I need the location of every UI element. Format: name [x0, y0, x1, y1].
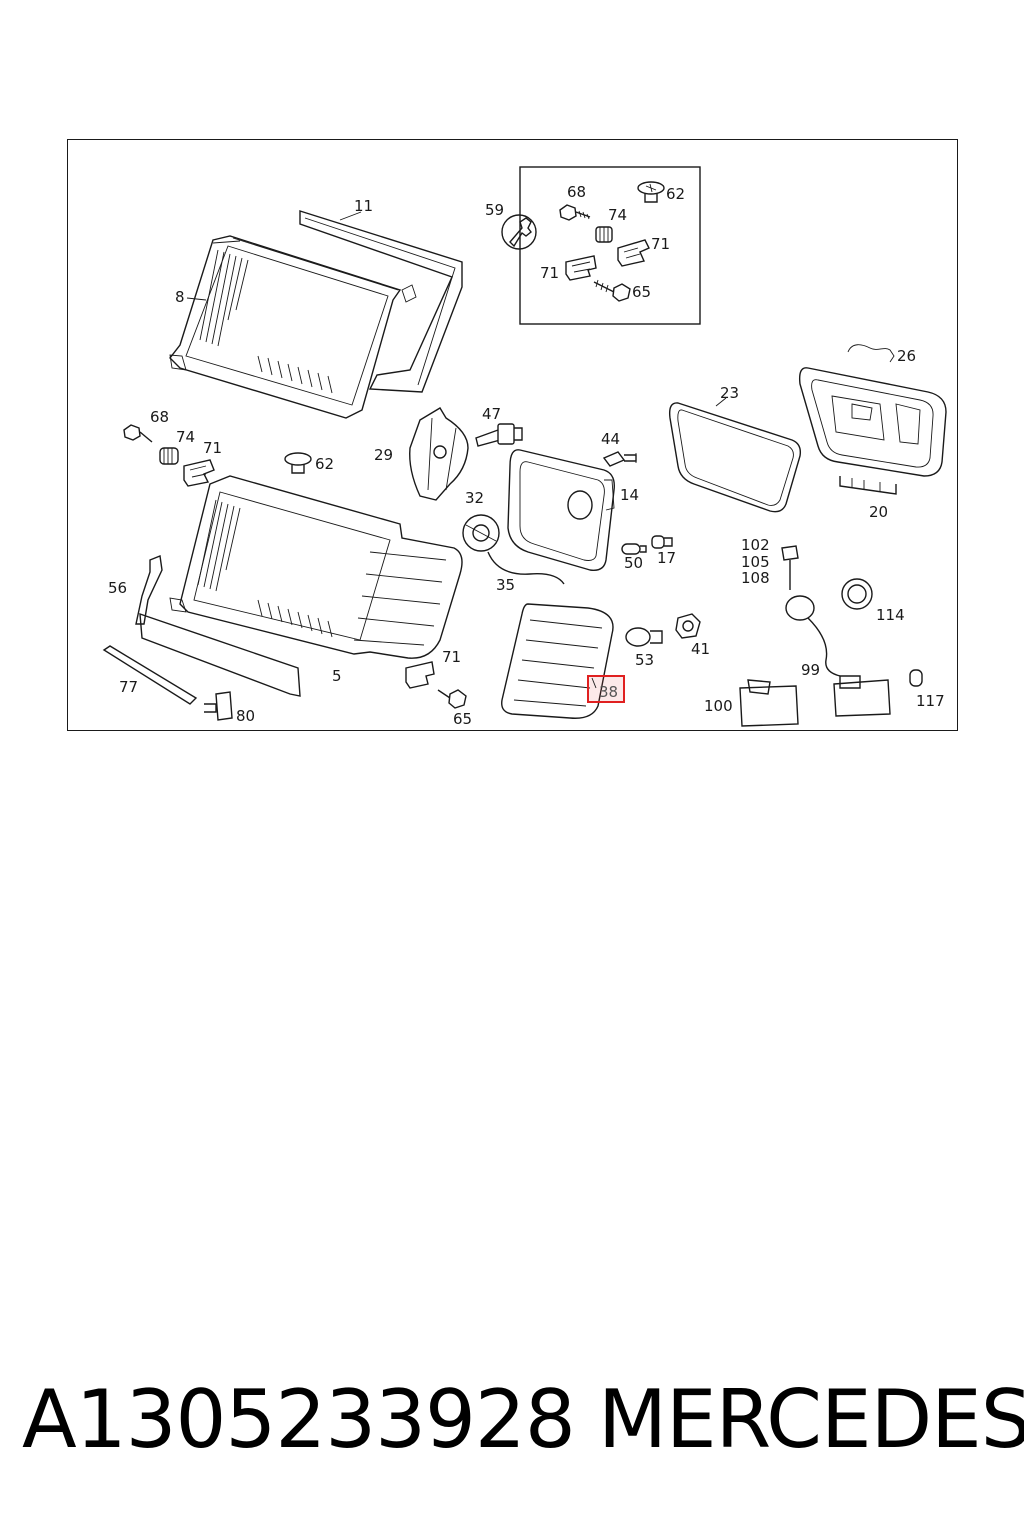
bulb-17 [651, 535, 673, 549]
rod-77 [102, 645, 198, 705]
callout-8[interactable]: 8 [175, 288, 185, 306]
cover-29 [409, 407, 469, 501]
callout-74-inset[interactable]: 74 [608, 206, 627, 224]
reflector-14 [507, 449, 615, 571]
nut-74-inset [595, 226, 613, 243]
callout-47[interactable]: 47 [482, 405, 501, 423]
callout-80[interactable]: 80 [236, 707, 255, 725]
bulb-53 [625, 627, 663, 647]
headlamp-lens-8 [169, 235, 402, 419]
callout-50[interactable]: 50 [624, 554, 643, 572]
screw-68-left [123, 424, 153, 443]
callout-32[interactable]: 32 [465, 489, 484, 507]
bulb-44 [602, 451, 637, 467]
callouts: 11 8 59 68 74 62 71 71 65 26 23 20 68 74… [108, 183, 945, 728]
turn-signal-lens-38 [501, 603, 614, 719]
callout-99[interactable]: 99 [801, 661, 820, 679]
hardware-inset-box [519, 166, 701, 325]
callout-100[interactable]: 100 [704, 697, 733, 715]
callout-56[interactable]: 56 [108, 579, 127, 597]
leader-lines [186, 211, 727, 689]
bulb-50 [621, 543, 647, 555]
clip-62-left [284, 452, 312, 474]
highlight-box-38 [587, 675, 625, 703]
callout-71-inset-right[interactable]: 71 [651, 235, 670, 253]
callout-105[interactable]: 105 [741, 553, 770, 571]
callout-71-inset-left[interactable]: 71 [540, 264, 559, 282]
callout-117[interactable]: 117 [916, 692, 945, 710]
callout-108[interactable]: 108 [741, 569, 770, 587]
callout-65-inset[interactable]: 65 [632, 283, 651, 301]
clip-80 [204, 691, 233, 721]
headlamp-5 [169, 475, 463, 659]
callout-11[interactable]: 11 [354, 197, 373, 215]
bracket-56 [135, 555, 163, 625]
parts-diagram: 11 8 59 68 74 62 71 71 65 26 23 20 68 74… [102, 166, 947, 728]
callout-68-left[interactable]: 68 [150, 408, 169, 426]
cable-35 [487, 551, 565, 585]
side-marker-100 [739, 679, 799, 727]
callout-74-left[interactable]: 74 [176, 428, 195, 446]
callout-17[interactable]: 17 [657, 549, 676, 567]
clip-71-lower [405, 661, 435, 689]
harness-102-105-108 [781, 545, 841, 677]
nut-74-left [159, 447, 179, 465]
clip-71-inset-right [617, 239, 650, 267]
callout-44[interactable]: 44 [601, 430, 620, 448]
socket-32 [462, 514, 500, 552]
callout-62-inset[interactable]: 62 [666, 185, 685, 203]
grommet-114 [841, 578, 873, 610]
brand-name: MERCEDES [598, 1373, 1024, 1466]
footer: A1305233928 MERCEDES [0, 1370, 1024, 1470]
callout-102[interactable]: 102 [741, 536, 770, 554]
screw-65-inset [593, 279, 631, 302]
callout-68-inset[interactable]: 68 [567, 183, 586, 201]
callout-71-left[interactable]: 71 [203, 439, 222, 457]
screw-68-inset [559, 204, 591, 221]
callout-14[interactable]: 14 [620, 486, 639, 504]
gasket-frame-11 [299, 210, 463, 393]
callout-59[interactable]: 59 [485, 201, 504, 219]
screw-65-lower [437, 689, 467, 709]
bulb-47 [475, 423, 523, 447]
fog-lamp-housing-20 [798, 367, 947, 495]
callout-114[interactable]: 114 [876, 606, 905, 624]
callout-77[interactable]: 77 [119, 678, 138, 696]
socket-41 [675, 613, 701, 639]
callout-62-left[interactable]: 62 [315, 455, 334, 473]
callout-29[interactable]: 29 [374, 446, 393, 464]
callout-5[interactable]: 5 [332, 667, 342, 685]
callout-20[interactable]: 20 [869, 503, 888, 521]
trim-strip-5 [139, 612, 301, 697]
wrench-icon-59 [501, 214, 537, 250]
callout-38[interactable]: 38 [599, 683, 618, 701]
bulb-117 [909, 669, 923, 687]
callout-65-lower[interactable]: 65 [453, 710, 472, 728]
callout-41[interactable]: 41 [691, 640, 710, 658]
callout-35[interactable]: 35 [496, 576, 515, 594]
clip-71-left [183, 459, 215, 487]
clip-62-inset [637, 181, 665, 203]
diagram-frame [67, 139, 958, 731]
callout-71-lower[interactable]: 71 [442, 648, 461, 666]
callout-53[interactable]: 53 [635, 651, 654, 669]
part-number: A1305233928 [22, 1373, 576, 1466]
clip-71-inset-left [565, 255, 597, 281]
callout-26[interactable]: 26 [897, 347, 916, 365]
gasket-23 [668, 402, 802, 513]
callout-23[interactable]: 23 [720, 384, 739, 402]
wire-26 [847, 344, 895, 363]
side-marker-99 [833, 675, 891, 717]
